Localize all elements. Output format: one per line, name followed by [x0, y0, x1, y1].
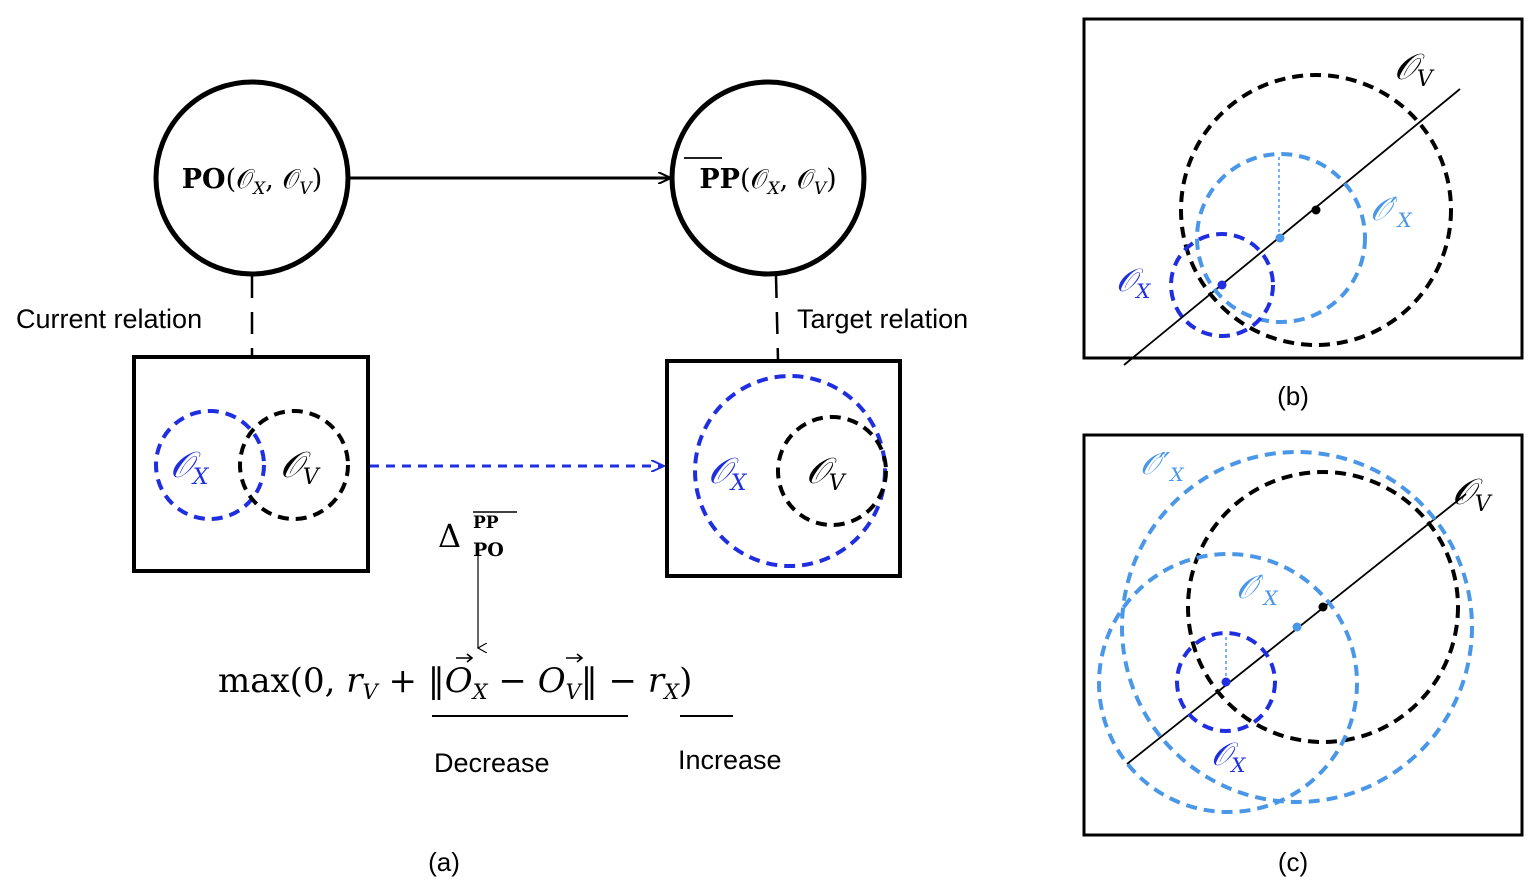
- oxp-label-b: 𝒪′X: [1370, 190, 1412, 232]
- delta-superscript: PP: [473, 513, 499, 533]
- ov-circle-target: [776, 415, 888, 527]
- target-relation-node: [669, 79, 867, 277]
- decrease-label: Decrease: [434, 748, 550, 778]
- vector-arrows: [456, 653, 584, 663]
- delta-label: Δ: [438, 517, 461, 555]
- target-relation-box: [665, 359, 902, 578]
- right-connector: [774, 275, 780, 361]
- current-relation-node-label: PO(𝒪X, 𝒪V): [182, 164, 323, 199]
- ov-circle-b: [1179, 73, 1453, 347]
- ov-label-target: 𝒪V: [806, 451, 847, 496]
- caption-a: (a): [428, 847, 460, 877]
- caption-b: (b): [1277, 381, 1309, 411]
- panel-b-frame: [1082, 17, 1524, 360]
- caption-c: (c): [1278, 847, 1308, 877]
- current-relation-box: [132, 355, 370, 573]
- current-relation-label: Current relation: [16, 304, 202, 334]
- ox-circle-c: [1175, 631, 1277, 733]
- center-line-b: [1123, 88, 1461, 366]
- panel-a: PO(𝒪X, 𝒪V) PP(𝒪X, 𝒪V) Current relation T…: [16, 79, 968, 877]
- ox-label-c: 𝒪X: [1211, 735, 1246, 777]
- oxp-circle-b: [1195, 152, 1367, 324]
- ox-center-b: [1217, 280, 1227, 290]
- target-relation-label: Target relation: [797, 304, 968, 334]
- oxpp-circle-c: [1120, 450, 1474, 804]
- delta-subscript: PO: [473, 539, 504, 561]
- oxpp-outer-circle-c: [1097, 552, 1359, 814]
- ox-center-c: [1221, 677, 1231, 687]
- ox-circle-b: [1169, 232, 1275, 338]
- ox-label-target: 𝒪X: [708, 451, 748, 496]
- loss-formula: max(0, rV + ‖OX − OV‖ − rX): [218, 661, 692, 704]
- oxp-label-c: 𝒪′X: [1236, 568, 1278, 610]
- target-relation-node-label: PP(𝒪X, 𝒪V): [699, 164, 836, 199]
- ov-center-c: [1318, 602, 1328, 612]
- ov-label-b: 𝒪V: [1394, 47, 1435, 92]
- oxpp-label-c: 𝒪″X: [1140, 447, 1185, 486]
- ov-circle-c: [1186, 470, 1460, 744]
- ox-label-current: 𝒪X: [170, 445, 210, 490]
- ov-circle-current: [238, 409, 350, 521]
- increase-label: Increase: [678, 745, 782, 775]
- ox-circle-current: [154, 409, 266, 521]
- ox-label-b: 𝒪X: [1116, 261, 1151, 303]
- oxp-center-c: [1292, 622, 1302, 632]
- panel-c: 𝒪″X 𝒪V 𝒪′X 𝒪X (c): [1082, 433, 1524, 877]
- ov-label-c: 𝒪V: [1452, 472, 1493, 517]
- ov-label-current: 𝒪V: [280, 445, 321, 490]
- panel-b: 𝒪V 𝒪′X 𝒪X (b): [1082, 17, 1524, 411]
- oxp-center-b: [1275, 233, 1285, 243]
- ov-center-b: [1311, 205, 1321, 215]
- panel-c-frame: [1082, 433, 1524, 837]
